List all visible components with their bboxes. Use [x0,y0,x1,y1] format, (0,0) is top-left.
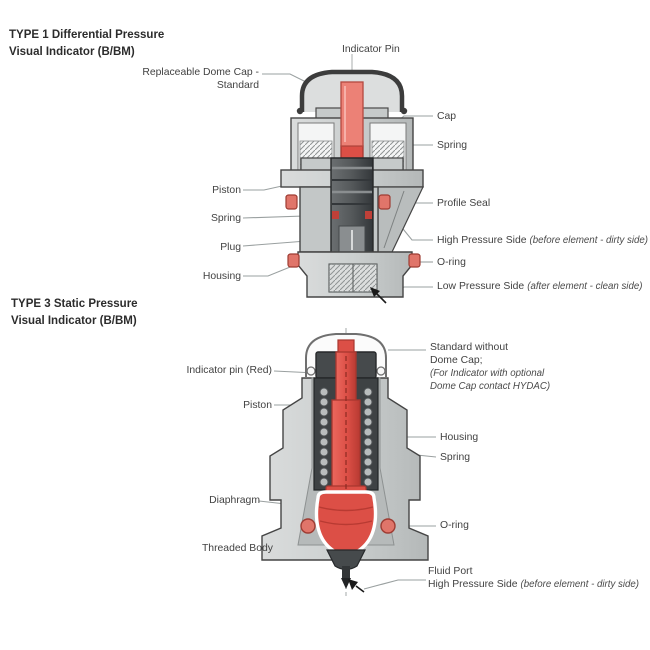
dome-foot-seal-right [376,366,386,376]
port-pin-tip [341,578,351,589]
label-spring-right-t1: Spring [437,140,468,151]
label-housing-t1: Housing [202,271,241,282]
piston-seal-left [332,211,339,219]
piston-seal-right [365,211,372,219]
type1-title-line1: TYPE 1 Differential Pressure [9,29,165,41]
type1-title-line2: Visual Indicator (B/BM) [9,46,135,58]
o-ring-right [380,518,396,534]
label-dome-cap: Replaceable Dome Cap - Standard [142,67,259,91]
label-spring-t3: Spring [440,452,471,463]
label-low-pressure: Low Pressure Side(after element - clean … [437,281,643,292]
indicator-pin-shape [340,81,364,147]
type3-title-line1: TYPE 3 Static Pressure [11,298,138,310]
label-standard-no-dome: Standard without Dome Cap; (For Indicato… [430,342,551,392]
dome-foot-right [400,107,408,115]
label-profile-seal: Profile Seal [437,198,491,209]
spring-coils [319,387,373,487]
label-piston-t1: Piston [212,185,241,196]
label-cap: Cap [437,111,457,122]
label-high-pressure-t1: High Pressure Side(before element - dirt… [437,235,648,246]
type1-device [242,54,433,304]
label-spring-left-t1: Spring [210,213,241,224]
label-indicator-pin-t1: Indicator Pin [342,44,400,55]
type3-device [258,328,437,596]
label-piston-t3: Piston [243,400,272,411]
o-ring-left [300,518,316,534]
type3-title: TYPE 3 Static Pressure Visual Indicator … [11,296,138,330]
label-o-ring-t3: O-ring [440,520,469,531]
label-indicator-pin-t3: Indicator pin (Red) [186,365,272,376]
low-pressure-arrow [370,287,387,304]
label-o-ring-t1: O-ring [437,257,466,268]
profile-seal-left [285,194,298,210]
type3-title-line2: Visual Indicator (B/BM) [11,315,137,327]
label-fluid-port: Fluid Port High Pressure Side(before ele… [428,566,639,590]
profile-seal-right [378,194,391,210]
label-housing-t3: Housing [440,432,479,443]
fluid-port-arrow [348,579,365,593]
o-ring-left [287,253,300,268]
dome-foot-seal-left [306,366,316,376]
label-diaphragm: Diaphragm [209,495,260,506]
label-plug: Plug [220,242,241,253]
o-ring-right [408,253,421,268]
port-pin [342,566,350,578]
type1-title: TYPE 1 Differential Pressure Visual Indi… [9,27,164,61]
dome-foot-left [296,107,304,115]
label-threaded-body: Threaded Body [201,543,273,554]
